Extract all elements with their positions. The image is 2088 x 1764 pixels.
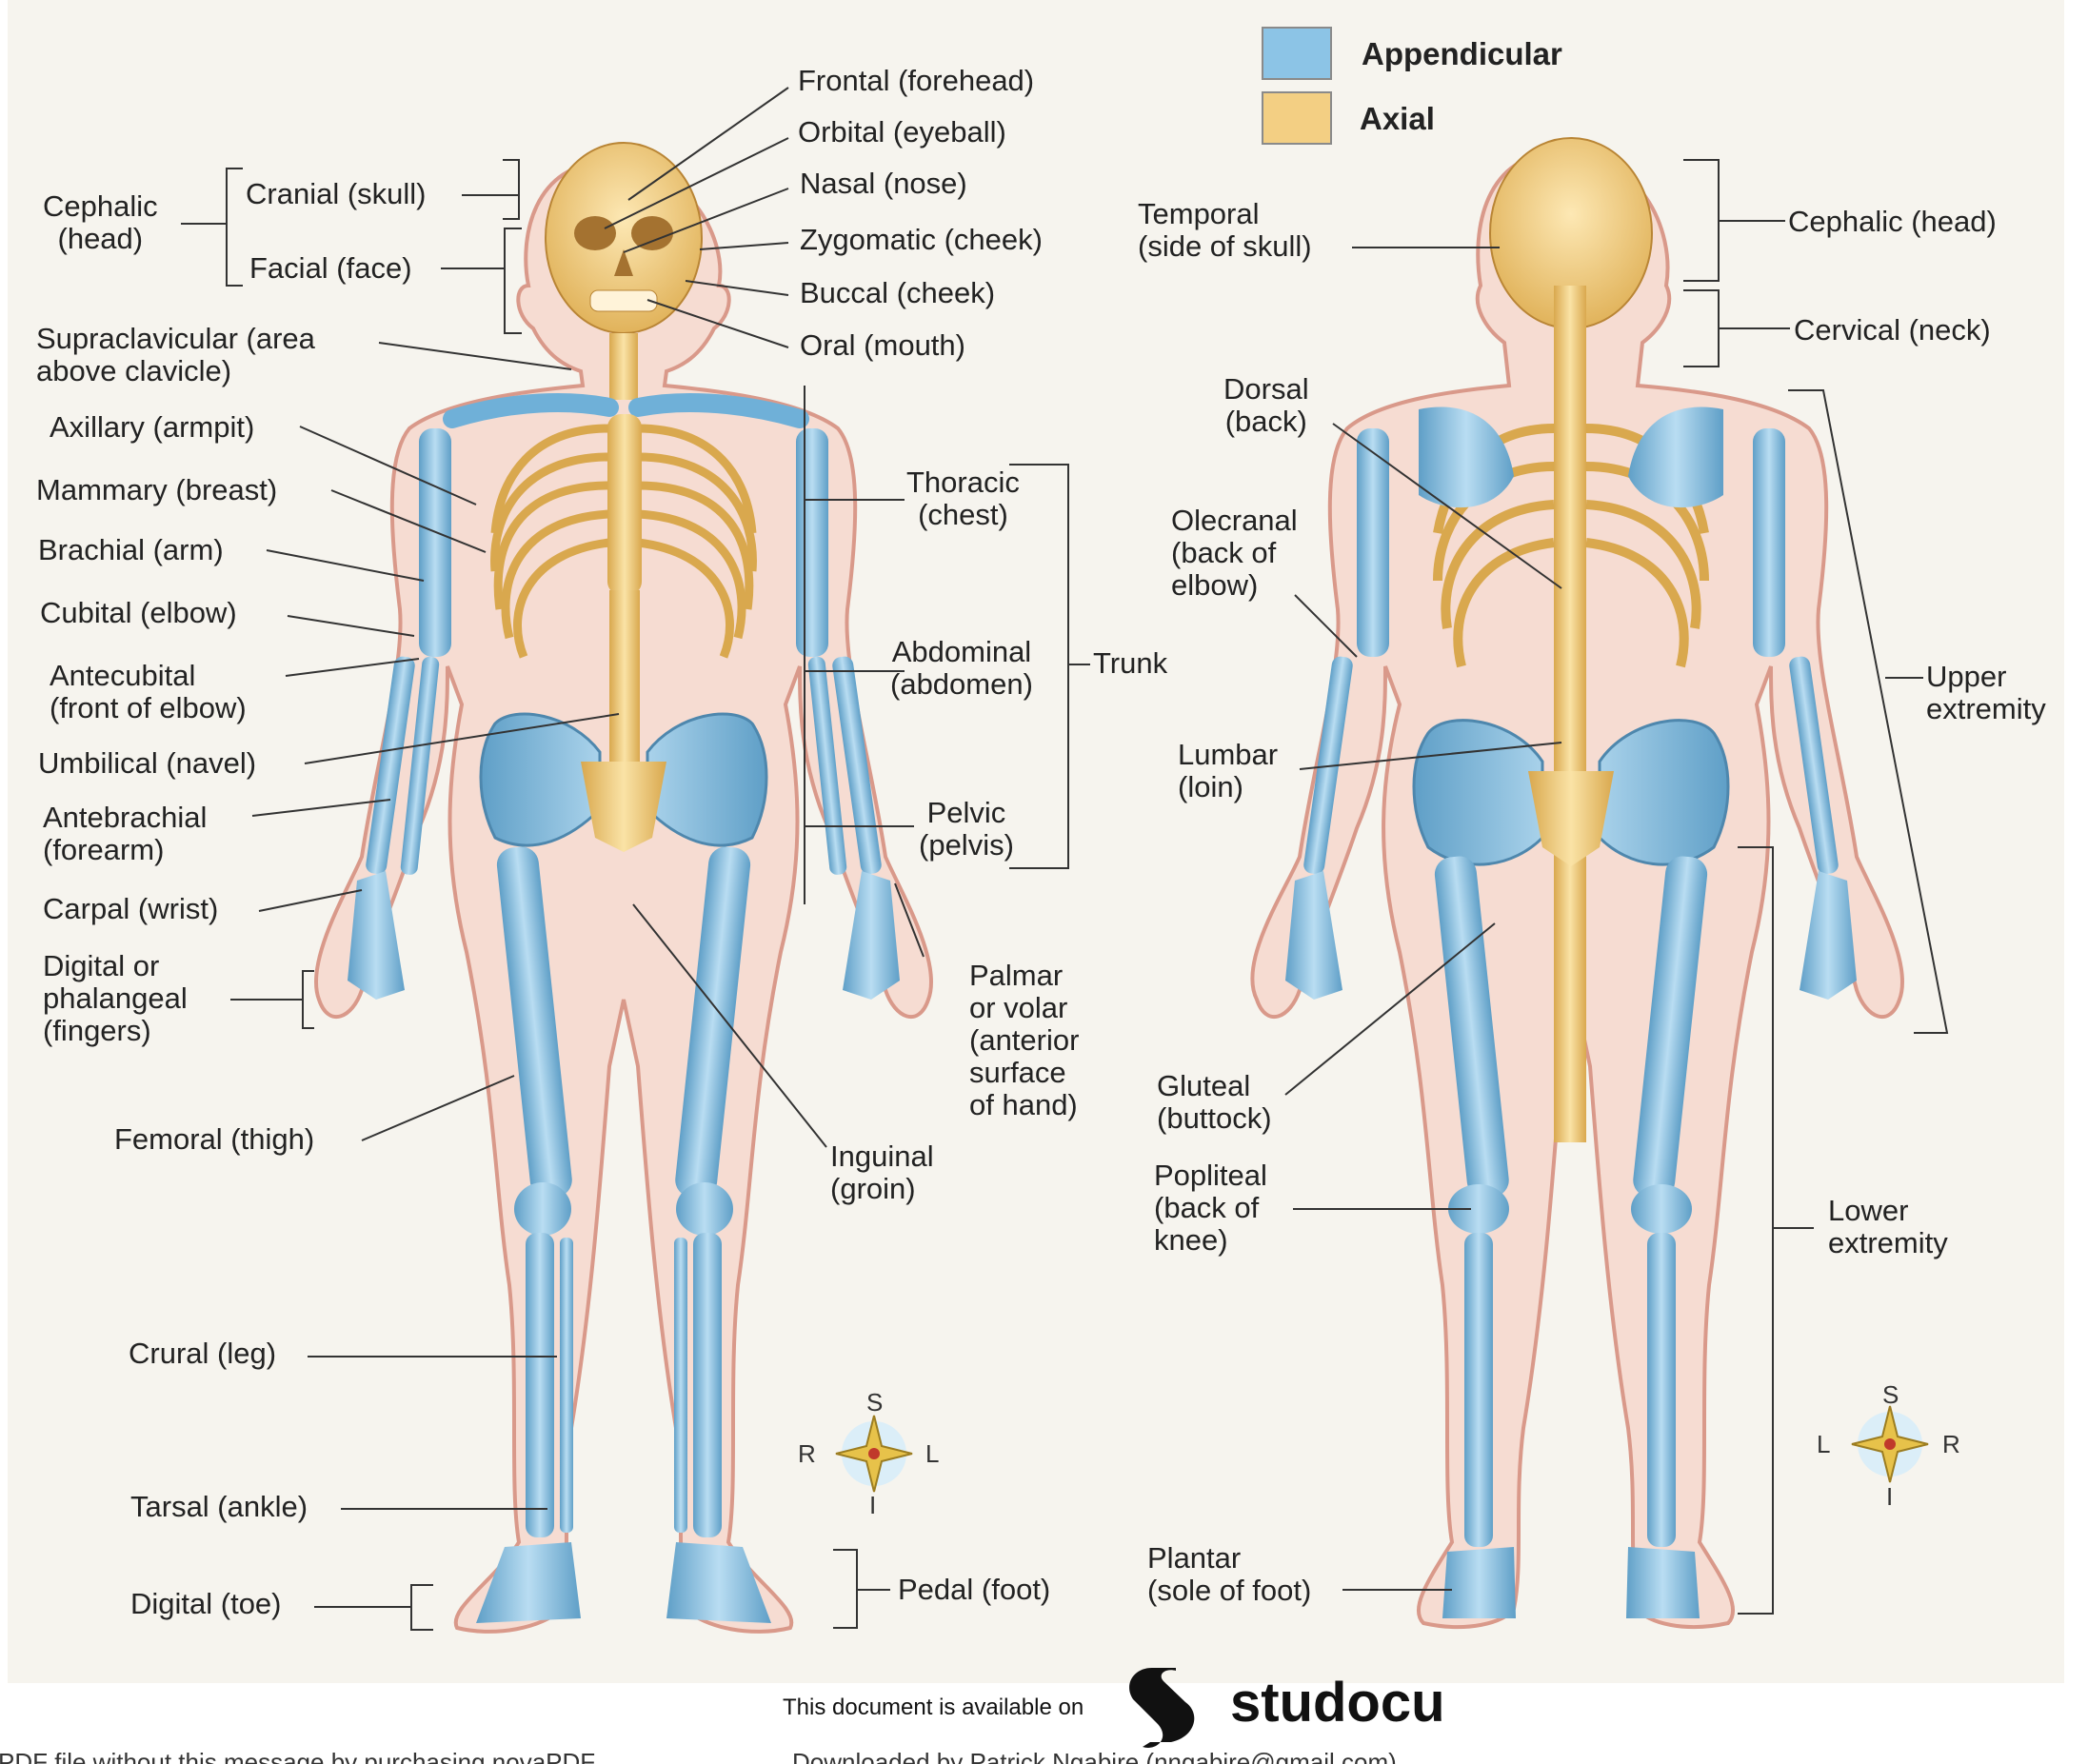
label-antecubital: Antecubital (front of elbow) <box>50 659 247 724</box>
label-gluteal: Gluteal (buttock) <box>1157 1069 1272 1135</box>
label-trunk: Trunk <box>1093 646 1168 680</box>
label-cervical: Cervical (neck) <box>1794 313 1991 347</box>
anterior-compass-top: S <box>866 1388 884 1417</box>
label-pelvic: Pelvic (pelvis) <box>919 796 1014 862</box>
pelvis-anterior <box>479 712 768 847</box>
label-axillary: Axillary (armpit) <box>50 410 255 444</box>
clavicle-left <box>628 393 809 428</box>
teeth <box>589 289 658 312</box>
posterior-compass-right: R <box>1942 1430 1960 1458</box>
scapula-left <box>1419 406 1514 508</box>
label-plantar: Plantar (sole of foot) <box>1147 1541 1312 1607</box>
label-frontal: Frontal (forehead) <box>798 64 1035 97</box>
footer-cut-left-text: PDF file without this message by purchas… <box>0 1748 596 1764</box>
studocu-brand[interactable]: studocu <box>1230 1672 1445 1734</box>
label-nasal: Nasal (nose) <box>800 167 967 200</box>
legend-label-axial: Axial <box>1360 101 1435 136</box>
footer-cut-right-text: Downloaded by Patrick Ngabire (nngabire@… <box>792 1748 1397 1764</box>
cervical-spine <box>609 333 638 400</box>
anterior-compass-bottom: I <box>869 1491 877 1519</box>
anterior-skin <box>314 159 933 1634</box>
pelvis-posterior <box>1412 719 1730 866</box>
label-olecranal: Olecranal (back of elbow) <box>1171 504 1298 602</box>
vertebral-column <box>1554 286 1586 1142</box>
label-tarsal: Tarsal (ankle) <box>130 1490 308 1523</box>
anterior-legs <box>476 846 771 1623</box>
orbit-left <box>574 216 616 250</box>
posterior-compass-bottom: I <box>1886 1482 1894 1511</box>
label-cephalic-posterior: Cephalic (head) <box>1788 205 1997 238</box>
label-brachial: Brachial (arm) <box>38 533 224 566</box>
label-digital-toe: Digital (toe) <box>130 1587 282 1620</box>
label-upper-extremity: Upper extremity <box>1926 660 2046 725</box>
label-zygomatic: Zygomatic (cheek) <box>800 223 1043 256</box>
anterior-figure <box>314 142 933 1634</box>
label-facial: Facial (face) <box>249 251 412 285</box>
legend-swatch-axial <box>1262 91 1332 145</box>
label-buccal: Buccal (cheek) <box>800 276 996 309</box>
posterior-legs <box>1434 856 1708 1618</box>
label-antebrachial: Antebrachial (forearm) <box>43 801 208 866</box>
label-orbital: Orbital (eyeball) <box>798 115 1006 149</box>
label-palmar: Palmar or volar (anterior surface of han… <box>969 959 1080 1121</box>
label-supraclavicular: Supraclavicular (area above clavicle) <box>36 322 315 387</box>
anterior-compass <box>835 1415 913 1493</box>
legend-label-appendicular: Appendicular <box>1362 36 1562 71</box>
legend-swatch-appendicular <box>1262 27 1332 80</box>
label-digital-fingers: Digital or phalangeal (fingers) <box>43 949 188 1047</box>
label-cranial: Cranial (skull) <box>246 177 427 210</box>
nasal-cavity <box>614 249 633 276</box>
label-temporal: Temporal (side of skull) <box>1138 197 1312 263</box>
sternum <box>607 414 642 595</box>
label-femoral: Femoral (thigh) <box>114 1122 315 1156</box>
label-lower-extremity: Lower extremity <box>1828 1194 1948 1259</box>
anterior-arms <box>348 428 900 1000</box>
footer-cut-left: PDF file without this message by purchas… <box>0 1748 836 1764</box>
availability-text: This document is available on <box>783 1695 1084 1720</box>
label-cubital: Cubital (elbow) <box>40 596 237 629</box>
sacrum-posterior <box>1528 771 1614 866</box>
posterior-compass-left: L <box>1817 1430 1831 1458</box>
studocu-logo-icon <box>1129 1668 1195 1748</box>
clavicle-right <box>443 393 619 428</box>
posterior-arms <box>1285 428 1857 1000</box>
scapula-right <box>1628 406 1723 508</box>
label-abdominal: Abdominal (abdomen) <box>890 635 1033 701</box>
label-cephalic-anterior: Cephalic (head) <box>43 189 158 255</box>
label-lumbar: Lumbar (loin) <box>1178 738 1279 803</box>
label-oral: Oral (mouth) <box>800 328 965 362</box>
orbit-right <box>631 216 673 250</box>
posterior-compass-top: S <box>1882 1380 1899 1409</box>
leader-lines <box>181 87 1949 1631</box>
posterior-figure <box>1250 137 1904 1630</box>
label-thoracic: Thoracic (chest) <box>906 466 1020 531</box>
footer-cut-right: Downloaded by Patrick Ngabire (nngabire@… <box>792 1748 1478 1764</box>
sacrum-anterior <box>581 762 666 852</box>
label-pedal: Pedal (foot) <box>898 1573 1051 1606</box>
lumbar-spine <box>609 590 640 762</box>
label-crural: Crural (leg) <box>129 1337 277 1370</box>
label-umbilical: Umbilical (navel) <box>38 746 257 780</box>
rib-cage <box>490 424 757 659</box>
label-popliteal: Popliteal (back of knee) <box>1154 1159 1267 1257</box>
posterior-compass <box>1851 1405 1929 1483</box>
label-dorsal: Dorsal (back) <box>1223 372 1309 438</box>
label-carpal: Carpal (wrist) <box>43 892 219 925</box>
anterior-compass-right: L <box>925 1439 940 1468</box>
anterior-compass-left: R <box>798 1439 816 1468</box>
label-mammary: Mammary (breast) <box>36 473 278 506</box>
label-inguinal: Inguinal (groin) <box>830 1140 934 1205</box>
